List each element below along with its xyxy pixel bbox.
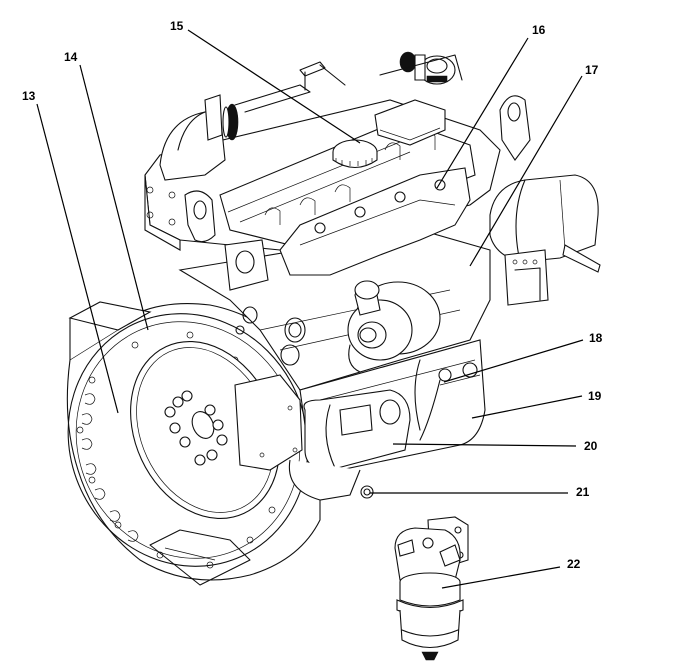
callout-17: 17 [585,63,599,77]
callout-14: 14 [64,50,78,64]
callout-16: 16 [532,23,546,37]
leader-line-18 [443,339,584,383]
front-plate [144,174,269,291]
turbocharger [347,280,441,373]
fuel-filter [394,516,469,661]
starter-motor [234,374,411,501]
thermostat-housing [379,51,463,85]
leader-line-13 [36,103,119,414]
callout-18: 18 [589,331,603,345]
callout-19: 19 [588,389,602,403]
leader-lines [36,29,584,589]
callout-13: 13 [22,89,36,103]
callout-15: 15 [170,19,184,33]
oil-drain-plug [360,485,374,499]
exhaust-manifold [279,167,471,276]
lifting-eye [499,95,531,161]
callout-22: 22 [567,557,581,571]
leader-line-15 [187,29,361,144]
callout-21: 21 [576,485,590,499]
intake-elbow [159,61,346,181]
leader-line-19 [471,395,583,419]
leader-line-14 [79,64,149,331]
oil-filler-cap [332,139,378,169]
leader-line-16 [436,37,529,189]
leader-line-20 [392,443,577,447]
alternator [489,174,601,306]
callout-20: 20 [584,439,598,453]
leader-line-17 [469,75,583,267]
leader-line-22 [441,566,561,589]
